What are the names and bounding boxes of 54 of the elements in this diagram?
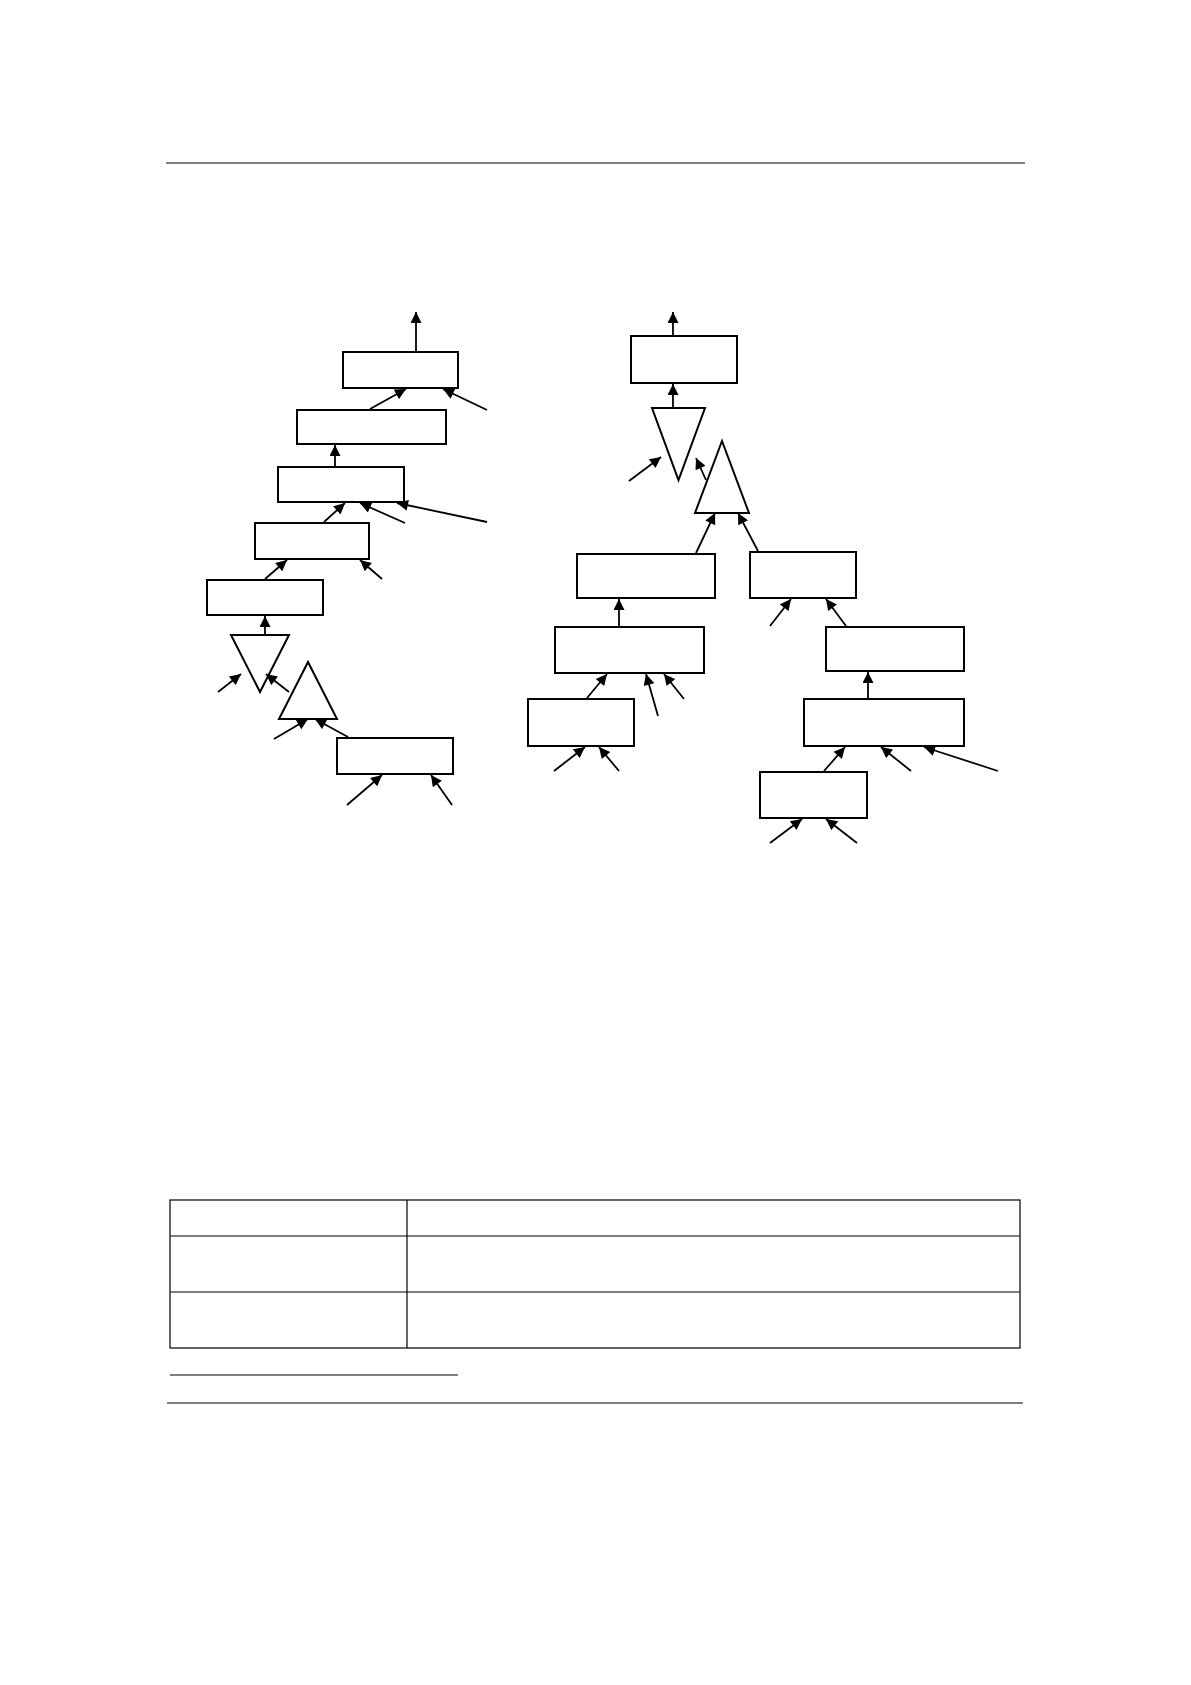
arrow <box>643 673 659 717</box>
arrow <box>346 774 383 806</box>
arrow <box>923 745 999 772</box>
arrow <box>613 598 625 627</box>
triangle <box>695 441 749 513</box>
arrow <box>825 818 858 844</box>
arrow <box>273 718 309 740</box>
arrow <box>265 673 290 693</box>
arrow <box>628 456 662 482</box>
inverted-triangle <box>231 635 289 692</box>
arrow <box>217 673 242 693</box>
arrow <box>329 444 341 467</box>
arrow <box>667 311 679 336</box>
arrow <box>823 746 846 772</box>
process-box <box>803 698 965 747</box>
process-box <box>206 579 324 616</box>
arrow <box>737 512 759 552</box>
arrow <box>598 746 620 772</box>
arrow <box>667 383 679 409</box>
triangle <box>279 662 337 719</box>
inverted-triangle <box>652 408 705 480</box>
process-box <box>527 698 635 747</box>
arrow <box>769 598 792 627</box>
arrow <box>314 718 349 738</box>
arrow <box>880 746 912 772</box>
arrow <box>430 774 453 806</box>
arrow <box>264 559 288 580</box>
arrow <box>553 746 586 772</box>
process-box <box>336 737 454 775</box>
process-box <box>277 466 405 503</box>
arrow <box>359 559 383 580</box>
arrow <box>862 671 874 699</box>
arrow <box>410 311 422 352</box>
arrow <box>825 598 847 627</box>
process-box <box>630 335 738 384</box>
arrow <box>396 499 488 523</box>
process-box <box>554 626 705 674</box>
process-box <box>825 626 965 672</box>
arrow <box>323 502 346 523</box>
arrow <box>695 512 716 554</box>
process-box <box>576 553 716 599</box>
arrow <box>259 615 271 636</box>
arrow <box>359 502 406 524</box>
process-box <box>759 771 868 819</box>
process-box <box>296 409 447 445</box>
process-box <box>342 351 459 389</box>
arrow <box>442 388 488 411</box>
arrow <box>695 457 707 481</box>
arrow <box>586 673 608 699</box>
arrow <box>369 388 407 410</box>
process-box <box>254 522 370 560</box>
arrow <box>663 673 685 700</box>
process-box <box>749 551 857 599</box>
arrow <box>769 818 803 844</box>
